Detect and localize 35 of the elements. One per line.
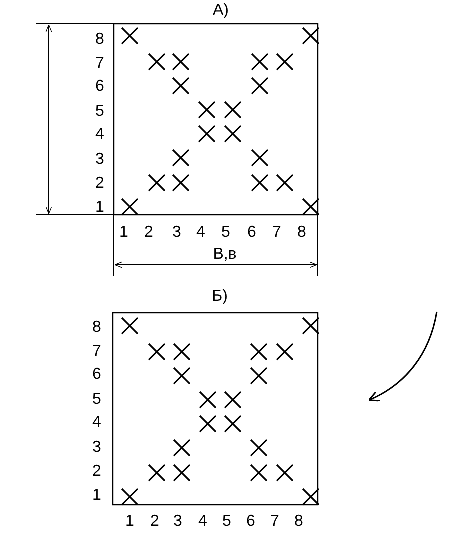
- column-number: 1: [120, 224, 128, 242]
- column-number: 6: [248, 224, 256, 242]
- column-number: 6: [246, 513, 256, 531]
- column-number: 7: [270, 513, 280, 531]
- row-number: 8: [92, 319, 102, 337]
- column-number: 5: [222, 513, 232, 531]
- row-number: 3: [96, 151, 104, 169]
- column-number: 3: [174, 513, 182, 531]
- dimension-label: В,в: [213, 246, 237, 264]
- row-number: 5: [92, 391, 102, 409]
- row-number: 2: [92, 463, 102, 481]
- column-number: 3: [172, 224, 182, 242]
- column-number: 8: [298, 224, 306, 242]
- column-number: 4: [198, 513, 208, 531]
- row-number: 7: [96, 55, 104, 73]
- row-number: 2: [96, 175, 104, 193]
- row-number: 6: [96, 78, 104, 96]
- column-number: 4: [196, 224, 206, 242]
- row-number: 4: [92, 414, 102, 432]
- row-number: 7: [92, 343, 102, 361]
- grid-title: А): [213, 2, 229, 20]
- column-number: 2: [144, 224, 154, 242]
- grid-title: Б): [212, 288, 228, 306]
- column-number: 7: [272, 224, 282, 242]
- column-number: 8: [294, 513, 304, 531]
- row-number: 1: [92, 487, 102, 505]
- row-number: 1: [96, 199, 104, 217]
- row-number: 4: [96, 126, 104, 144]
- column-number: 2: [150, 513, 160, 531]
- row-number: 8: [96, 31, 104, 49]
- column-number: 5: [222, 224, 230, 242]
- row-number: 6: [92, 366, 102, 384]
- row-number: 3: [92, 439, 102, 457]
- column-number: 1: [126, 513, 134, 531]
- row-number: 5: [96, 103, 104, 121]
